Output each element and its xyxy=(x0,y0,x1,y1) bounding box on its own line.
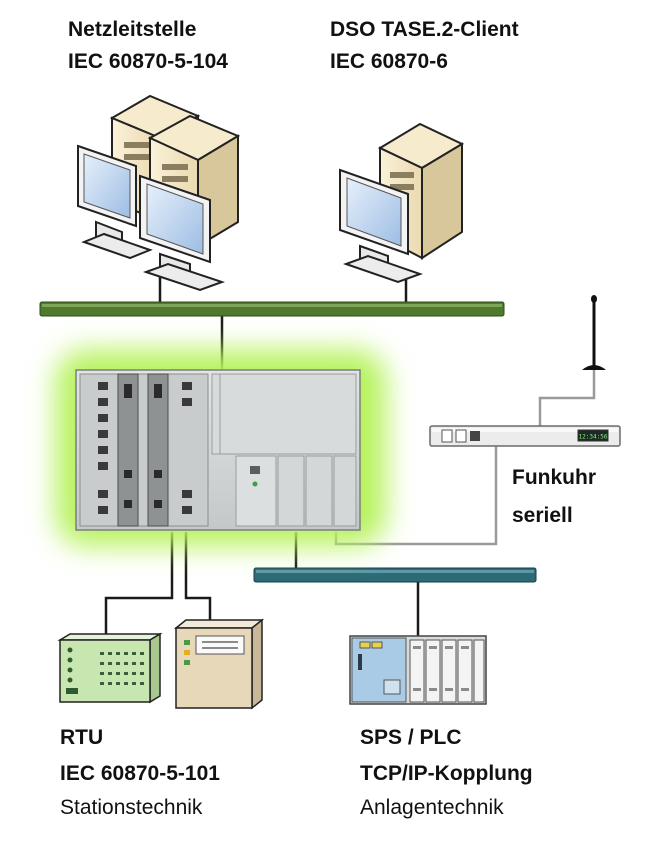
funkuhr-label: Funkuhr seriell xyxy=(512,462,596,532)
rtu-subtitle: Stationstechnik xyxy=(60,796,203,819)
rtu-link xyxy=(104,532,174,636)
netzleitstelle-protocol: IEC 60870-5-104 xyxy=(68,50,228,73)
dso-client-title: DSO TASE.2-Client xyxy=(330,18,519,41)
cpu-card-icon xyxy=(147,373,169,527)
clock-display: 12:34:56 xyxy=(579,434,608,441)
rtu-label: RTU IEC 60870-5-101 Stationstechnik xyxy=(60,722,220,824)
rtu-device-icon xyxy=(57,632,163,704)
bottom-bus-highlight xyxy=(256,570,534,573)
port-columns xyxy=(182,382,192,514)
dso-client-workstation xyxy=(339,122,465,284)
port-columns xyxy=(98,382,108,514)
plc-rack-icon xyxy=(349,635,487,705)
central-unit xyxy=(56,350,386,546)
dso-client-label: DSO TASE.2-Client IEC 60870-6 xyxy=(330,14,519,78)
dso-client-protocol: IEC 60870-6 xyxy=(330,50,448,73)
monitor-icon xyxy=(339,168,423,284)
io-unit-link xyxy=(184,532,212,620)
rtu-protocol: IEC 60870-5-101 xyxy=(60,762,220,785)
sps-label: SPS / PLC TCP/IP-Kopplung Anlagentechnik xyxy=(360,722,533,824)
funkuhr-line2: seriell xyxy=(512,504,573,527)
sps-subtitle: Anlagentechnik xyxy=(360,796,504,819)
antenna-cable xyxy=(538,370,596,428)
monitor-icon xyxy=(77,144,153,260)
io-unit-icon xyxy=(173,618,265,710)
funkuhr-line1: Funkuhr xyxy=(512,466,596,489)
sps-protocol: TCP/IP-Kopplung xyxy=(360,762,533,785)
netzleitstelle-workstations xyxy=(77,94,241,292)
antenna-icon xyxy=(582,295,606,370)
netzleitstelle-label: Netzleitstelle IEC 60870-5-104 xyxy=(68,14,228,78)
cpu-card-icon xyxy=(117,373,139,527)
sps-title: SPS / PLC xyxy=(360,726,462,749)
rtu-title: RTU xyxy=(60,726,104,749)
monitor-icon xyxy=(139,174,226,292)
netzleitstelle-title: Netzleitstelle xyxy=(68,18,197,41)
radio-clock-device: 12:34:56 xyxy=(429,425,621,447)
top-bus-highlight xyxy=(42,304,502,307)
